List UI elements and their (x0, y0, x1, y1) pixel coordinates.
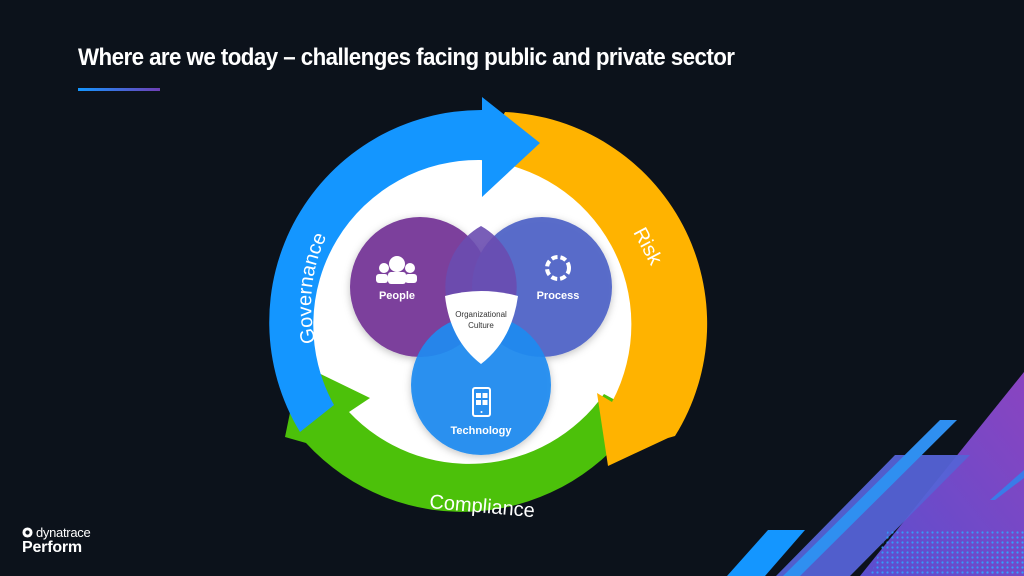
slide-title: Where are we today – challenges facing p… (78, 44, 735, 71)
risk-segment (480, 112, 708, 466)
compliance-segment (285, 364, 641, 512)
brand-logo: dynatrace Perform (22, 525, 91, 557)
governance-segment (269, 97, 540, 432)
people-label: People (379, 290, 415, 302)
title-underline (78, 88, 160, 91)
culture-label-line1: Organizational (455, 310, 507, 319)
venn-circle-technology (411, 315, 551, 455)
brand-event: Perform (22, 539, 82, 556)
technology-label: Technology (451, 425, 513, 437)
mobile-device-icon (472, 387, 491, 417)
dynatrace-logo-icon (22, 527, 33, 538)
culture-label-line2: Culture (468, 321, 494, 330)
process-label: Process (537, 290, 580, 302)
cycle-arrows-icon (545, 255, 571, 281)
people-group-icon (376, 256, 417, 284)
brand-company: dynatrace (36, 525, 91, 540)
culture-center (445, 291, 518, 364)
